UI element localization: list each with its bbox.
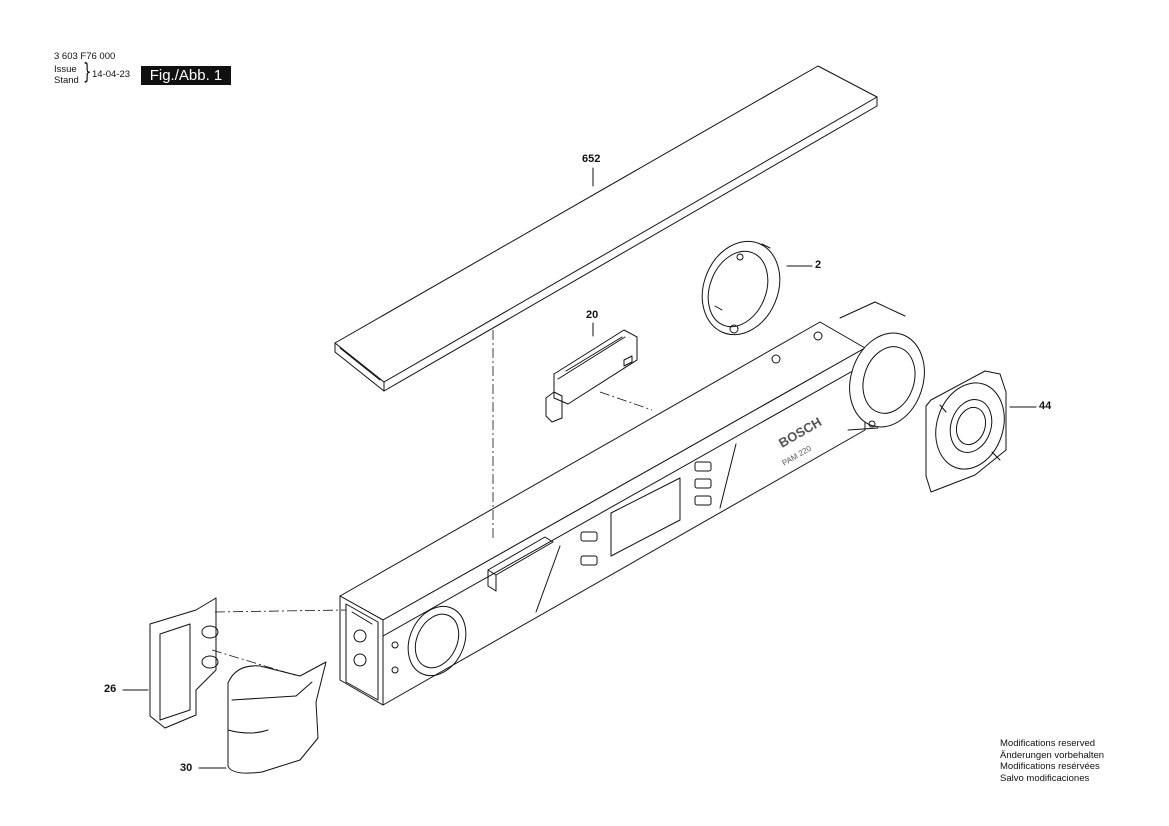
- main-body: [339, 301, 925, 706]
- part-44-end-cap: [925, 370, 1007, 493]
- note-line: Modifications resérvées: [1000, 761, 1100, 772]
- issue-label: Issue: [54, 64, 77, 75]
- part-26-end-clip: [149, 597, 219, 729]
- callout-20: 20: [586, 309, 599, 321]
- issue-date: 14-04-23: [92, 69, 131, 80]
- figure-label: Fig./Abb. 1: [141, 66, 231, 85]
- part-652-cover-strip: [334, 65, 878, 392]
- modification-notes: Modifications reserved Änderungen vorbeh…: [1000, 738, 1104, 784]
- note-line: Änderungen vorbehalten: [1000, 749, 1105, 761]
- part-20-battery-cover: [545, 329, 638, 423]
- part-30-end-cap: [227, 661, 327, 774]
- assembly-line-battery: [599, 391, 653, 411]
- callout-44: 44: [1039, 400, 1052, 412]
- brace-glyph: }: [83, 60, 92, 85]
- part-number: 3 603 F76 000: [54, 51, 116, 62]
- callout-30: 30: [180, 762, 193, 774]
- part-2-round-cover: [701, 240, 781, 336]
- callout-652: 652: [582, 153, 601, 165]
- note-line: Salvo modificaciones: [1000, 772, 1090, 784]
- assembly-line-clip-bottom: [211, 649, 299, 677]
- assembly-line-clip-top: [214, 609, 347, 613]
- callout-2: 2: [815, 259, 822, 271]
- note-line: Modifications reserved: [1000, 738, 1096, 749]
- callout-26: 26: [104, 683, 117, 695]
- stand-label: Stand: [54, 75, 79, 86]
